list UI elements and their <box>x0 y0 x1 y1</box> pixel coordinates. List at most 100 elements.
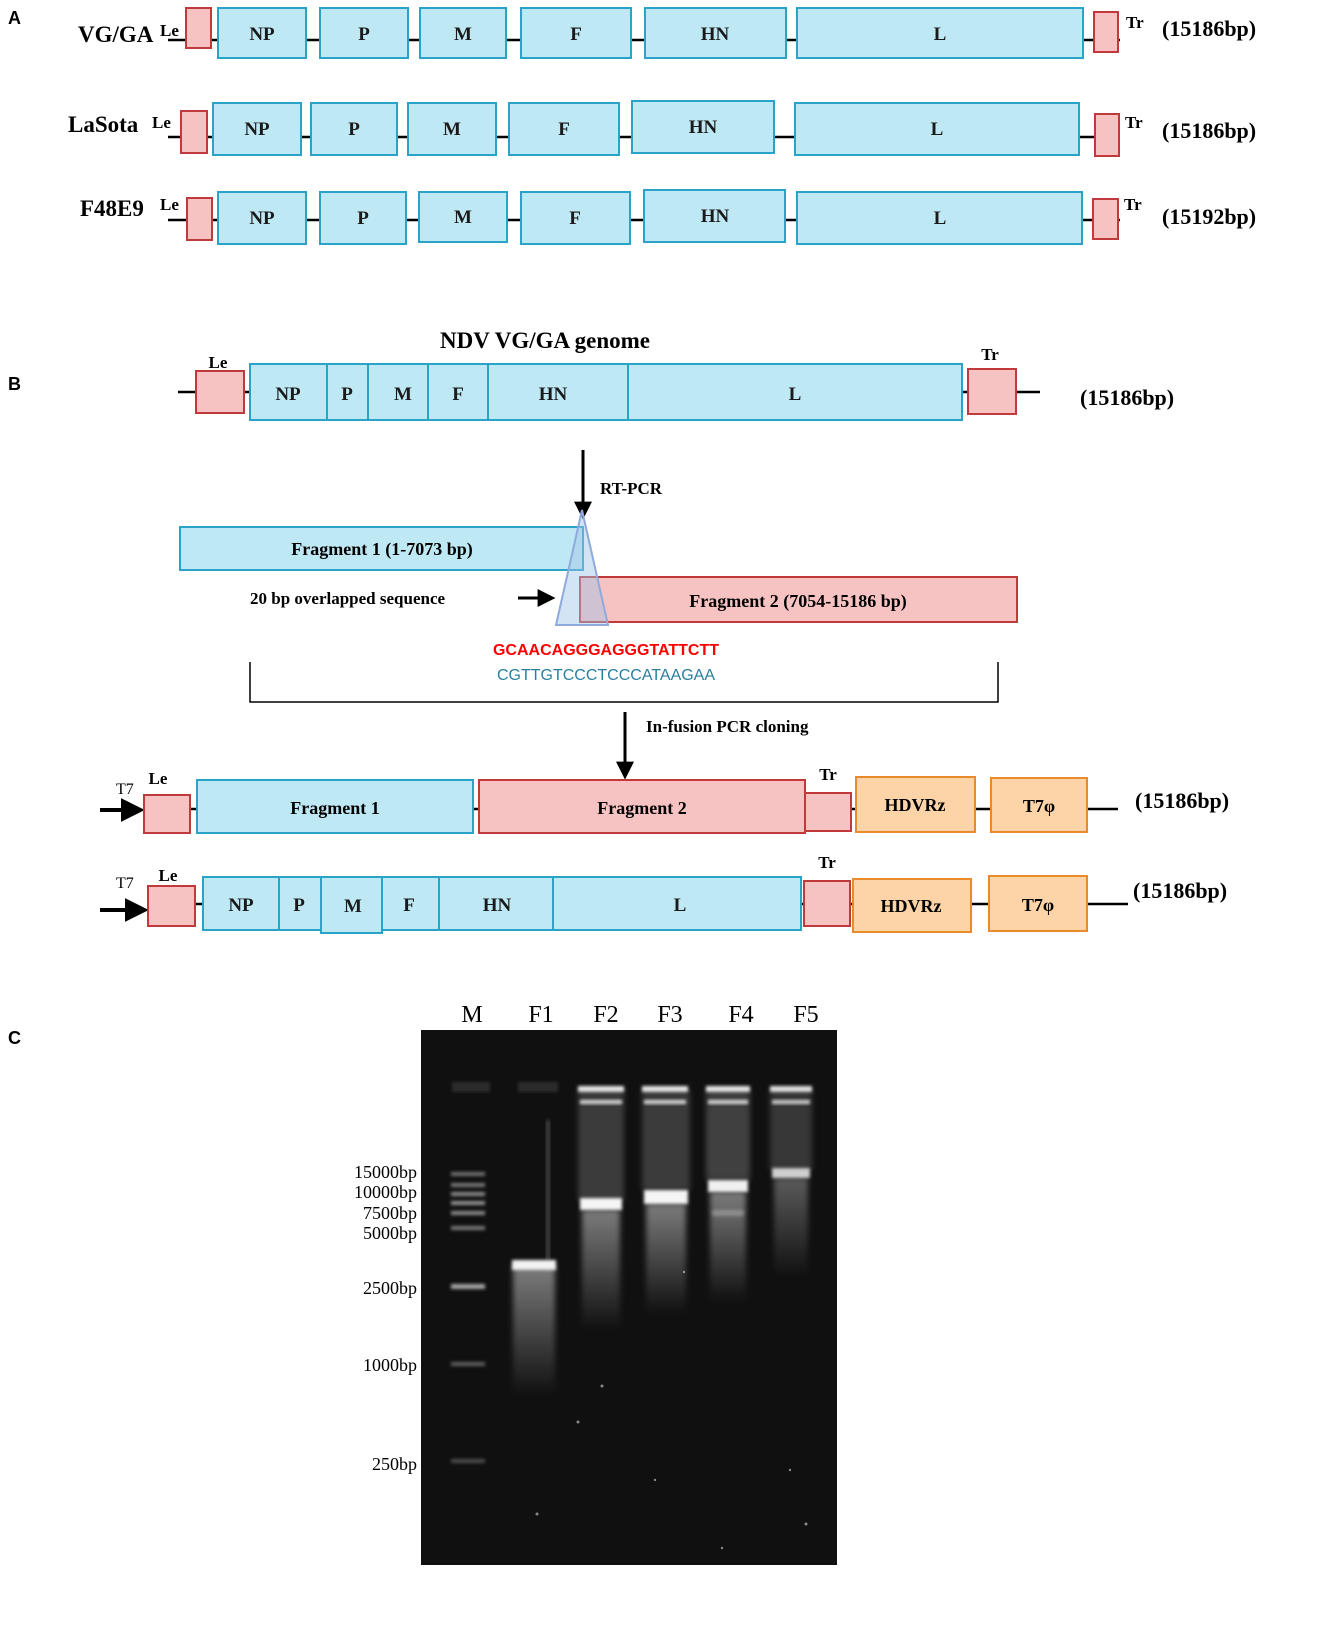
ladder-label: 2500bp <box>363 1278 417 1298</box>
gene-label: P <box>358 24 370 45</box>
fragment-label: Fragment 1 <box>290 798 379 818</box>
trailer-box <box>1094 113 1120 157</box>
gene-hn <box>643 189 786 243</box>
gene-hn <box>631 100 775 154</box>
genome-name: LaSota <box>68 112 139 137</box>
lane-label: F4 <box>728 1002 753 1028</box>
gene-label: HN <box>701 206 730 227</box>
gene-label: P <box>293 895 305 916</box>
gene-f <box>381 876 440 931</box>
construct-size: (15186bp) <box>1135 788 1229 813</box>
lane-f3 <box>642 1086 690 1314</box>
ladder-bands <box>451 1172 485 1463</box>
gene-label: L <box>674 895 687 916</box>
gene-m <box>367 363 429 421</box>
genome-size: (15186bp) <box>1162 118 1256 143</box>
gene-m <box>418 191 508 243</box>
gene-label: M <box>454 24 472 45</box>
t7-terminator-label: T7φ <box>1023 796 1055 816</box>
genome-name: VG/GA <box>78 22 154 47</box>
gene-m <box>419 7 507 59</box>
trailer-label: Tr <box>818 853 836 872</box>
trailer-box <box>1093 11 1119 53</box>
gene-f <box>520 7 632 59</box>
lane-label: M <box>461 1002 482 1028</box>
gene-l <box>796 7 1084 59</box>
construct-size: (15186bp) <box>1133 878 1227 903</box>
gene-l <box>627 363 963 421</box>
gene-p <box>310 102 398 156</box>
gene-l <box>796 191 1083 245</box>
lane-f2 <box>578 1086 624 1330</box>
gene-label: L <box>934 24 947 45</box>
lane-label: F2 <box>593 1002 618 1028</box>
gene-label: P <box>341 384 353 405</box>
construct-2: T7 Le NP P M F HN L Tr HDVRz T7φ (15186b… <box>100 853 1227 934</box>
fragment-2-label: Fragment 2 (7054-15186 bp) <box>689 591 906 612</box>
leader-label: Le <box>209 353 228 372</box>
gene-label: L <box>931 119 944 140</box>
gene-np <box>249 363 328 421</box>
lane-f5 <box>770 1086 812 1278</box>
overlap-triangle-icon <box>554 509 610 626</box>
gene-np <box>217 191 307 245</box>
ladder-label: 1000bp <box>363 1355 417 1375</box>
hdvrz-box <box>852 878 972 933</box>
genome-size: (15186bp) <box>1080 385 1174 410</box>
gene-f <box>427 363 489 421</box>
gene-label: M <box>344 896 362 917</box>
genome-size: (15186bp) <box>1162 16 1256 41</box>
gene-p <box>319 7 409 59</box>
gene-label: M <box>443 119 461 140</box>
gene-m <box>407 102 497 156</box>
gene-label: F <box>452 384 464 405</box>
t7-terminator-box <box>988 875 1088 932</box>
leader-label: Le <box>160 195 179 214</box>
fragment-label: Fragment 2 <box>597 798 686 818</box>
gene-np <box>212 102 302 156</box>
trailer-box <box>1092 198 1119 240</box>
trailer-label: Tr <box>1126 13 1144 32</box>
leader-box <box>185 7 212 49</box>
leader-box <box>143 794 191 834</box>
t7-terminator-box <box>990 777 1088 833</box>
overlap-seq-bottom: CGTTGTCCCTCCCATAAGAA <box>497 667 715 684</box>
gene-l <box>794 102 1080 156</box>
gene-label: HN <box>701 24 730 45</box>
genome-row-f48e9: F48E9 Le NP P M F HN L Tr (15192bp) <box>80 189 1256 245</box>
hdvrz-box <box>855 776 976 833</box>
gene-l <box>552 876 802 931</box>
fragment-1-label: Fragment 1 (1-7073 bp) <box>291 539 472 560</box>
gene-label: P <box>357 208 369 229</box>
gene-label: P <box>348 119 360 140</box>
gene-label: L <box>934 208 947 229</box>
gene-label: F <box>569 208 581 229</box>
gene-hn <box>644 7 787 59</box>
gene-label: F <box>570 24 582 45</box>
genome-row-vgga: VG/GA Le NP P M F HN L Tr (15186bp) <box>78 7 1256 59</box>
gel-image <box>421 1030 837 1565</box>
step-rtpcr: RT-PCR <box>600 479 663 498</box>
trailer-label: Tr <box>819 765 837 784</box>
panel-label-a: A <box>8 8 21 28</box>
gene-label: NP <box>249 24 275 45</box>
construct-1: T7 Le Fragment 1 Fragment 2 Tr HDVRz T7φ… <box>100 765 1229 834</box>
gene-m <box>320 876 383 934</box>
ladder-label: 7500bp <box>363 1203 417 1223</box>
leader-label: Le <box>149 769 168 788</box>
t7-promoter-label: T7 <box>116 781 134 798</box>
gene-label: F <box>403 895 415 916</box>
fragment-2-box <box>579 576 1018 623</box>
leader-label: Le <box>159 866 178 885</box>
gene-p <box>278 876 322 931</box>
trailer-label: Tr <box>1125 113 1143 132</box>
genome-name: F48E9 <box>80 196 144 221</box>
gene-label: L <box>789 384 802 405</box>
ladder-label: 15000bp <box>354 1162 417 1182</box>
lane-label: F5 <box>793 1002 818 1028</box>
gene-label: M <box>454 207 472 228</box>
leader-label: Le <box>152 113 171 132</box>
lane-label: F3 <box>657 1002 682 1028</box>
step-infusion: In-fusion PCR cloning <box>646 717 809 736</box>
